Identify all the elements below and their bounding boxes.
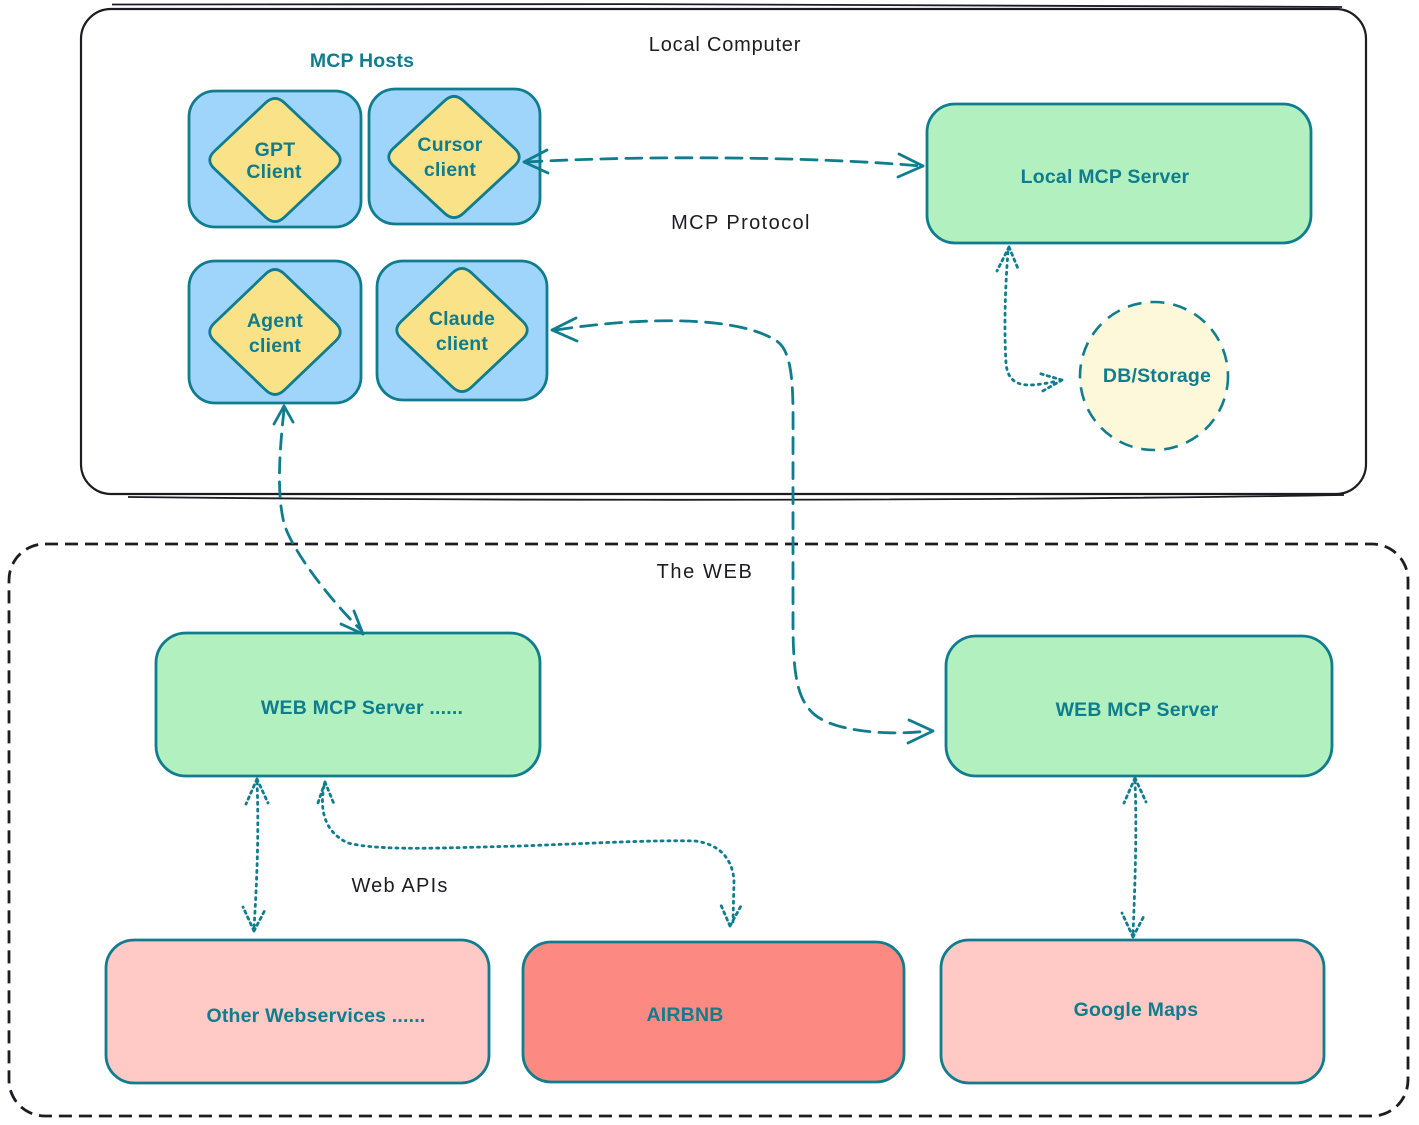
- svg-text:Local MCP Server: Local MCP Server: [1021, 166, 1190, 188]
- svg-text:Cursor: Cursor: [417, 134, 482, 156]
- svg-text:Other Webservices ......: Other Webservices ......: [206, 1005, 425, 1027]
- svg-text:Client: Client: [246, 161, 302, 183]
- svg-text:AIRBNB: AIRBNB: [646, 1004, 723, 1026]
- svg-text:WEB MCP Server ......: WEB MCP Server ......: [261, 697, 463, 719]
- svg-text:Agent: Agent: [247, 310, 304, 332]
- svg-text:GPT: GPT: [255, 139, 296, 161]
- svg-text:MCP Protocol: MCP Protocol: [671, 212, 811, 234]
- svg-text:The WEB: The WEB: [657, 561, 754, 583]
- svg-text:MCP Hosts: MCP Hosts: [310, 50, 414, 72]
- svg-text:WEB MCP Server: WEB MCP Server: [1056, 699, 1219, 721]
- svg-text:client: client: [436, 333, 488, 355]
- svg-text:DB/Storage: DB/Storage: [1103, 365, 1211, 387]
- svg-text:client: client: [424, 159, 476, 181]
- svg-text:Local Computer: Local Computer: [649, 34, 801, 56]
- svg-text:client: client: [249, 335, 301, 357]
- svg-text:Google Maps: Google Maps: [1074, 999, 1199, 1021]
- svg-text:Claude: Claude: [429, 308, 495, 330]
- svg-text:Web APIs: Web APIs: [351, 875, 448, 897]
